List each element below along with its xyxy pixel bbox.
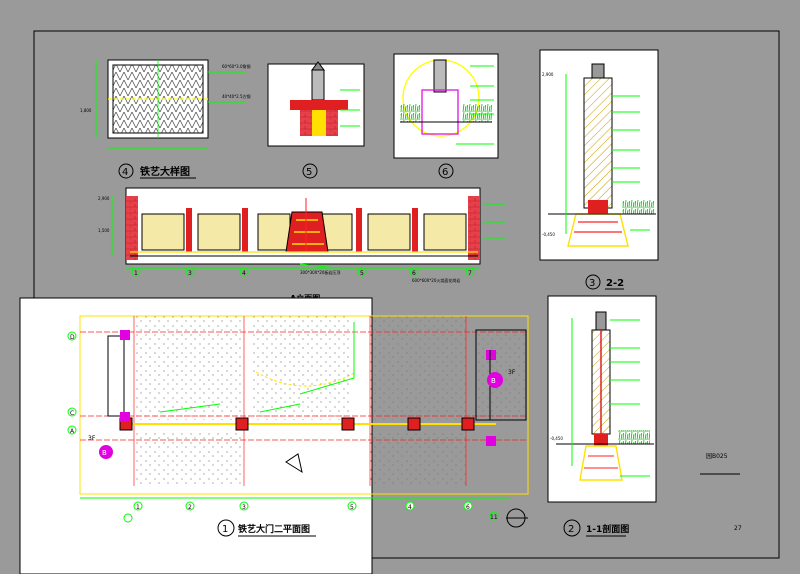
- drawing-frame: [33, 30, 780, 559]
- detail-3-number: 3: [589, 278, 595, 289]
- detail-2-title: 1-1剖面图: [586, 523, 629, 535]
- plan-marker-b-left: B: [102, 449, 107, 457]
- svg-text:1,800: 1,800: [80, 108, 92, 113]
- svg-text:1,500: 1,500: [98, 228, 110, 233]
- axis-bottom-4: 4: [242, 270, 246, 277]
- elevation-a: 2,900 1,500 300*300*20板岩压顶 600*600*20火烧面…: [98, 187, 506, 305]
- axis-bottom-6: 6: [412, 270, 416, 277]
- plan-axis-6: 6: [466, 504, 470, 511]
- room-label-left: 3F: [88, 435, 96, 442]
- svg-text:2,900: 2,900: [98, 196, 110, 201]
- svg-text:600*600*20火烧面花岗岩: 600*600*20火烧面花岗岩: [412, 277, 460, 283]
- svg-text:-0,450: -0,450: [542, 232, 555, 237]
- svg-text:-0,450: -0,450: [550, 436, 563, 441]
- detail-1-number: 1: [222, 524, 228, 535]
- axis-bottom-5: 5: [360, 270, 364, 277]
- plan-axis-4: 4: [408, 504, 412, 511]
- detail-2-section-1-1: -0,450 2 1-1剖面图: [547, 295, 657, 537]
- detail-2-number: 2: [568, 524, 574, 535]
- plan-axis-left: D C A: [67, 331, 77, 435]
- elevation-panels: [141, 213, 467, 251]
- axis-left-c: C: [70, 410, 74, 417]
- plan-axis-3: 3: [242, 504, 246, 511]
- page-number: 27: [734, 525, 742, 532]
- svg-text:300*300*20板岩压顶: 300*300*20板岩压顶: [300, 269, 340, 275]
- detail-4-title: 铁艺大样图: [140, 165, 190, 178]
- plan-view: B B 3F 3F D C A 1 2 3 5 4 6 11: [19, 297, 529, 574]
- plan-axis-2: 2: [188, 504, 192, 511]
- axis-bottom-7: 7: [468, 270, 472, 277]
- detail-1-title: 铁艺大门二平面图: [238, 523, 310, 535]
- axis-left-d: D: [70, 334, 75, 341]
- detail-3-title: 2-2: [606, 278, 624, 289]
- plan-axis-bottom: 1 2 3 5 4 6 11: [123, 501, 499, 523]
- detail-4-iron-plan: 60*60*3.0角钢 40*40*2.5方钢 1,800 4 铁艺大样图: [80, 59, 251, 179]
- detail-5-number: 5: [306, 167, 312, 178]
- axis-left-a: A: [70, 428, 75, 435]
- plan-axis-1: 1: [136, 504, 140, 511]
- plan-marker-b-right: B: [491, 377, 496, 385]
- axis-bottom-3: 3: [188, 270, 192, 277]
- svg-text:40*40*2.5方钢: 40*40*2.5方钢: [222, 93, 251, 99]
- room-label-right: 3F: [508, 369, 516, 376]
- drawing-code: 园B025: [706, 453, 728, 460]
- plan-axis-5: 5: [350, 504, 354, 511]
- elevation-axis-markers: 1 3 4 5 6 7: [131, 267, 475, 277]
- detail-5-post-cap: 5: [267, 61, 365, 179]
- detail-4-number: 4: [122, 167, 128, 178]
- svg-text:2,900: 2,900: [542, 72, 554, 77]
- plan-columns: [119, 417, 475, 431]
- axis-bottom-1: 1: [134, 270, 138, 277]
- detail-3-section-2-2: 2,900 -0,450 3 2-2: [539, 49, 659, 290]
- plan-axis-11: 11: [490, 514, 498, 521]
- detail-6-post-base: 6: [393, 53, 499, 179]
- detail-6-number: 6: [442, 167, 448, 178]
- svg-text:60*60*3.0角钢: 60*60*3.0角钢: [222, 63, 251, 69]
